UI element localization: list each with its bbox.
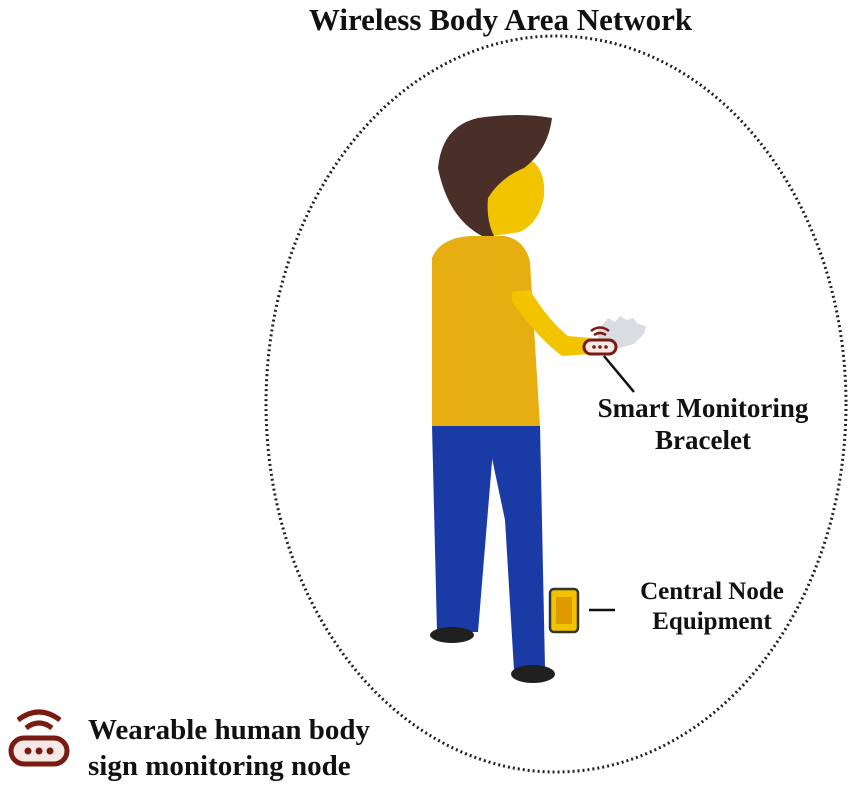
diagram-title: Wireless Body Area Network xyxy=(308,2,693,37)
person-hair xyxy=(438,115,552,236)
person-leg-back xyxy=(485,425,545,670)
legend-line2: sign monitoring node xyxy=(88,750,351,783)
bracelet-node-icon xyxy=(582,326,618,356)
legend-wearable-node: Wearable human body sign monitoring node xyxy=(88,712,418,785)
bracelet-leader-line xyxy=(603,355,635,393)
person-arm xyxy=(512,290,590,356)
person-leg-front xyxy=(432,425,495,632)
label-bracelet-line1: Smart Monitoring xyxy=(597,393,809,423)
person-figure xyxy=(430,115,646,683)
legend-line1: Wearable human body xyxy=(88,714,370,746)
label-central-node-equipment: Central Node Equipment xyxy=(612,577,812,637)
person-sleeve xyxy=(500,246,530,300)
person-shoe-front xyxy=(430,627,474,643)
wearable-node-icon xyxy=(8,709,70,767)
label-central-line2: Equipment xyxy=(652,608,772,635)
person-shoe-back xyxy=(511,665,555,683)
label-smart-monitoring-bracelet: Smart Monitoring Bracelet xyxy=(568,392,838,457)
label-bracelet-line2: Bracelet xyxy=(655,425,751,456)
phone-icon xyxy=(548,587,580,634)
label-central-line1: Central Node xyxy=(640,578,784,605)
network-boundary xyxy=(264,34,848,774)
